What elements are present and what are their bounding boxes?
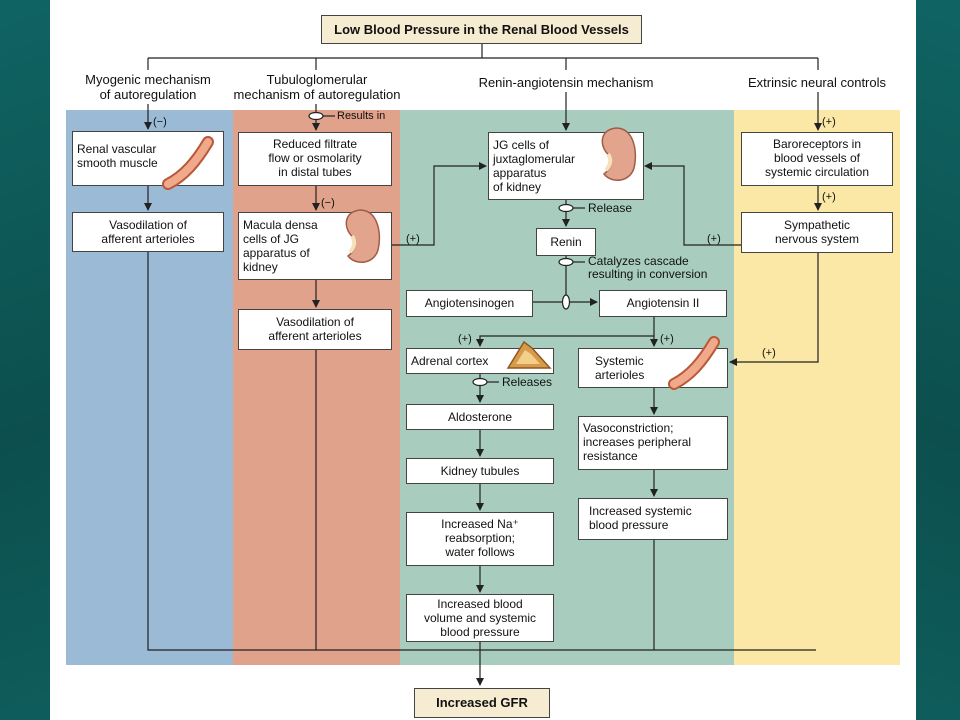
minus-label: (−) — [321, 197, 335, 209]
header-renin-angiotensin: Renin-angiotensin mechanism — [478, 75, 654, 90]
plus-label: (+) — [660, 333, 674, 345]
adrenal-gland-icon — [506, 340, 552, 369]
release-label: Release — [588, 201, 633, 215]
header-neural-controls: Extrinsic neural controls — [748, 75, 886, 90]
angiotensinogen-box: Angiotensinogen — [406, 290, 533, 317]
blood-vessel-icon — [668, 336, 720, 390]
renin-box: Renin — [536, 228, 596, 256]
plus-label: (+) — [822, 191, 836, 203]
plus-label: (+) — [707, 233, 721, 245]
aldosterone-box: Aldosterone — [406, 404, 554, 430]
slide-background-right — [916, 0, 960, 720]
plus-label: (+) — [762, 347, 776, 359]
kidney-icon — [601, 127, 637, 181]
increased-na-box: Increased Na⁺reabsorption;water follows — [406, 512, 554, 566]
title-box: Low Blood Pressure in the Renal Blood Ve… — [321, 15, 642, 44]
increased-gfr-box: Increased GFR — [414, 688, 550, 718]
plus-label: (+) — [406, 233, 420, 245]
kidney-tubules-box: Kidney tubules — [406, 458, 554, 484]
minus-label: (−) — [153, 116, 167, 128]
neural-controls-column — [734, 110, 900, 665]
myogenic-column — [66, 110, 233, 665]
blood-vessel-icon — [162, 136, 214, 190]
releases-label: Releases — [502, 375, 553, 389]
angiotensin-ii-box: Angiotensin II — [599, 290, 727, 317]
kidney-icon — [345, 209, 381, 263]
plus-label: (+) — [458, 333, 472, 345]
plus-label: (+) — [822, 116, 836, 128]
results-in-label: Results in — [337, 110, 386, 122]
slide-background-left — [0, 0, 50, 720]
